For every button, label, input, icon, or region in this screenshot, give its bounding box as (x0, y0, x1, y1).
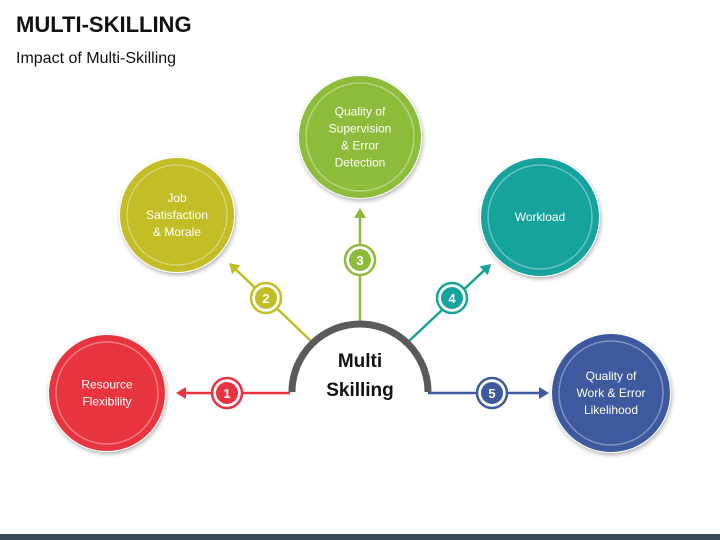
node-fill (129, 167, 225, 263)
node-inner-ring (558, 340, 664, 446)
number-badge-fill (481, 382, 503, 404)
number-badge-label: 2 (262, 291, 269, 306)
node-fill (490, 167, 590, 267)
node-label-line: Workload (515, 210, 565, 224)
number-badge-3: 3 (343, 243, 377, 277)
node-inner-ring (487, 164, 593, 270)
number-badge-fill (441, 287, 463, 309)
node-label-line: Job (167, 191, 187, 205)
node-inner-ring (126, 164, 228, 266)
bottom-bar (0, 534, 720, 540)
node-label-line: & Error (341, 139, 379, 153)
node-fill (561, 343, 661, 443)
number-badge-label: 3 (356, 253, 363, 268)
node-fill (308, 85, 412, 189)
number-badge-2: 2 (249, 281, 283, 315)
page-title: MULTI-SKILLING (16, 12, 192, 37)
node-inner-ring (55, 341, 159, 445)
arrow-head-4 (479, 264, 491, 276)
node-label-line: Detection (335, 156, 386, 170)
node-4: Workload (480, 157, 600, 277)
number-badge-fill (349, 249, 371, 271)
node-label-line: Satisfaction (146, 208, 208, 222)
node-label-line: Resource (81, 378, 133, 392)
node-label-line: Supervision (329, 122, 392, 136)
arrow-head-1 (176, 387, 186, 399)
number-badge-label: 1 (223, 386, 230, 401)
number-badge-fill (216, 382, 238, 404)
node-label-line: Quality of (335, 105, 386, 119)
number-badge-4: 4 (435, 281, 469, 315)
number-badge-label: 4 (448, 291, 456, 306)
node-label-line: Likelihood (584, 403, 638, 417)
node-label-line: & Morale (153, 225, 201, 239)
node-inner-ring (305, 82, 415, 192)
number-badge-1: 1 (210, 376, 244, 410)
arrow-head-5 (539, 387, 549, 399)
number-badge-label: 5 (488, 386, 495, 401)
number-badge-fill (255, 287, 277, 309)
hub-label-line-2: Skilling (326, 380, 394, 401)
node-label-line: Flexibility (82, 395, 131, 409)
node-label-line: Work & Error (576, 386, 645, 400)
page-subtitle: Impact of Multi-Skilling (16, 50, 177, 67)
number-badge-5: 5 (475, 376, 509, 410)
hub: Multi Skilling (288, 320, 432, 401)
hub-label-line-1: Multi (338, 351, 382, 372)
hub-arc (288, 320, 432, 393)
arrow-head-3 (354, 208, 366, 218)
node-label-line: Quality of (586, 369, 637, 383)
node-fill (58, 344, 156, 442)
arrow-head-2 (229, 263, 241, 275)
